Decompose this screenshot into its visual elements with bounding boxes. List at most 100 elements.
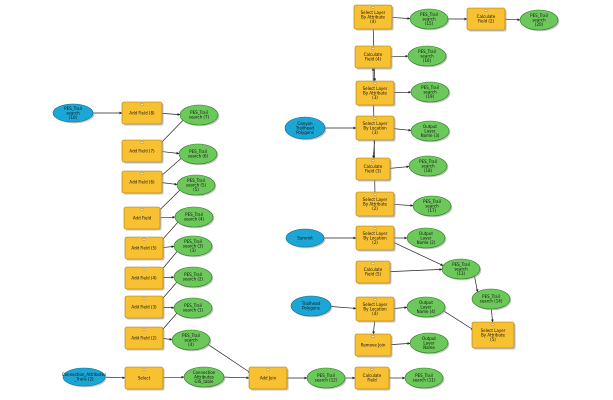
node-label: Remove Join: [361, 342, 386, 347]
tool-icon: [140, 172, 144, 175]
connector-o_r14-t_sel_attr: [490, 308, 494, 323]
input-ellipse: [285, 228, 325, 248]
connector-t_add8-o_add8: [161, 113, 181, 116]
input-node-in4[interactable]: Summit: [285, 228, 326, 249]
output-ellipse: [179, 104, 219, 126]
node-label: Select Layer: [363, 197, 388, 202]
node-label: By Location: [363, 306, 387, 311]
tool-icon: [373, 82, 377, 85]
connector-t_calc5-o_calc5: [389, 268, 443, 272]
input-ellipse: [52, 103, 94, 123]
node-label: search (11): [413, 378, 436, 383]
node-label: Select Layer: [363, 121, 388, 126]
node-label: Layer: [420, 304, 432, 309]
node-label: PES_Trail: [482, 294, 500, 299]
connector-t_calc3-o_calc3: [389, 165, 410, 169]
tool-node-t_add4[interactable]: Add Field (4): [124, 266, 165, 291]
output-ellipse: [183, 366, 225, 388]
output-ellipse: [441, 258, 481, 280]
tool-node-t_addjoin[interactable]: Add Join: [248, 366, 289, 391]
tool-node-t_addf[interactable]: Add Field: [123, 206, 162, 231]
tool-icon: [140, 208, 144, 211]
node-label: PES_Trail: [420, 12, 438, 17]
tool-node-t_add8[interactable]: Add Field (8): [121, 101, 164, 126]
node-label: By Attribute: [363, 201, 388, 206]
tool-box: [123, 206, 161, 230]
tool-icon: [266, 368, 270, 371]
node-label: search: [422, 16, 436, 21]
node-label: search: [421, 163, 435, 168]
node-label: search: [423, 89, 437, 94]
connector-o_select-t_addjoin: [223, 376, 250, 380]
tool-node-t_add7[interactable]: Add Field (7): [121, 139, 164, 164]
node-label: PES_Trail: [185, 212, 203, 217]
node-label: (10): [69, 115, 78, 120]
connector-o_sel_loc-t_sel_attr: [443, 310, 474, 331]
node-label: Select Layer: [363, 231, 388, 236]
tool-box: [355, 80, 395, 106]
node-label: (3): [372, 95, 378, 100]
node-label: PES_Trail: [452, 262, 470, 267]
node-label: By Location: [363, 125, 387, 130]
tool-node-t_remjoin[interactable]: Remove Join: [354, 333, 393, 358]
node-label: search (14): [480, 299, 503, 304]
tool-node-t_select[interactable]: Select: [124, 366, 165, 391]
node-label: By Attribute: [363, 90, 388, 95]
tool-icon: [140, 141, 144, 144]
tool-node-t_add5[interactable]: Add Field (5): [124, 236, 165, 261]
output-ellipse: [174, 206, 214, 228]
connector-o_add8-t_add7: [158, 120, 184, 146]
tool-box: [124, 366, 164, 390]
tool-box: [354, 366, 390, 390]
connector-t_calc2-o_calc2: [504, 18, 521, 22]
connector-in2-t_select: [104, 376, 126, 380]
tool-node-t_add2[interactable]: Add Field (2): [124, 326, 165, 351]
tool-node-t_add3[interactable]: Add Field (3): [124, 295, 165, 320]
output-ellipse: [306, 367, 346, 389]
node-label: Summit: [297, 235, 313, 240]
tool-icon: [484, 9, 488, 12]
tool-node-t_add6[interactable]: Add Field (6): [121, 170, 164, 195]
node-label: _Trails (2): [73, 377, 94, 382]
input-node-in2[interactable]: Connection_Attributes_Trails (2): [62, 367, 107, 388]
output-ellipse: [173, 266, 213, 288]
